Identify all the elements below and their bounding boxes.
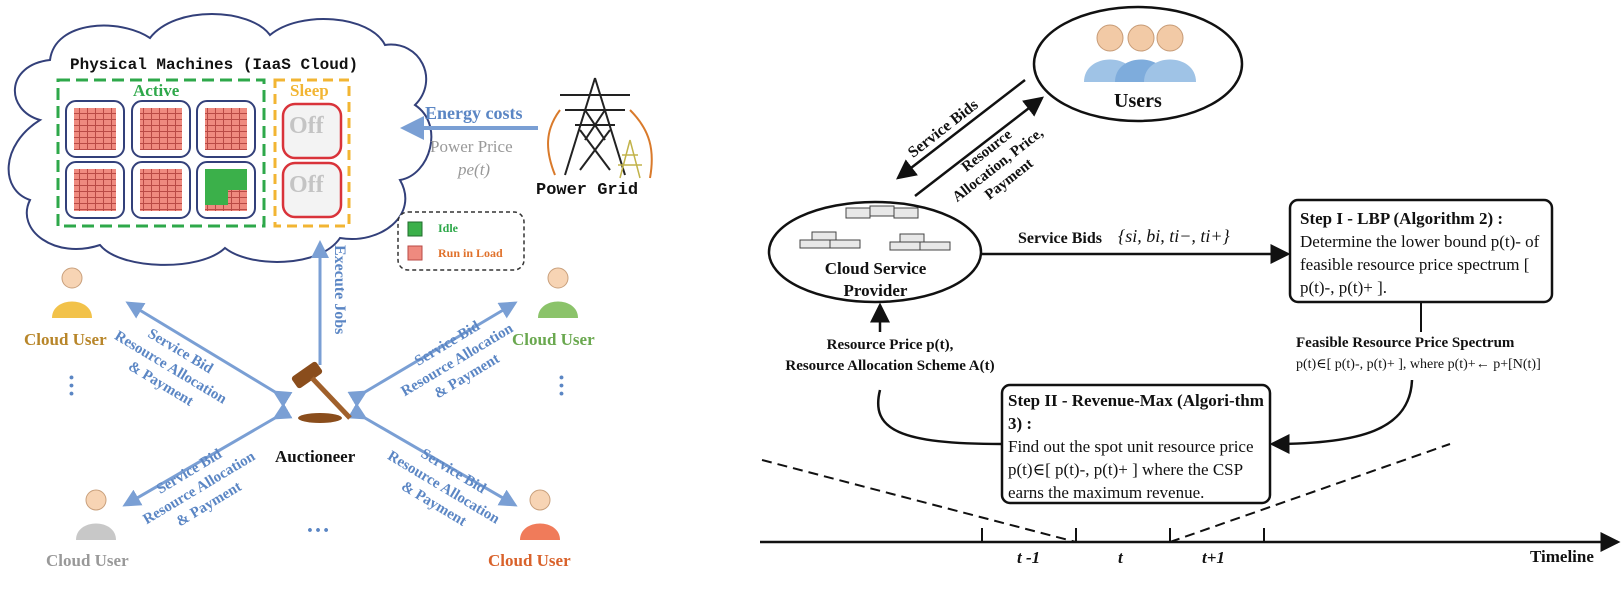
small-tower-icon [618, 139, 642, 179]
power-tower-icon [547, 77, 653, 179]
feasible-formula: p(t)∈[ p(t)-, p(t)+ ], where p(t)+← p+[N… [1296, 357, 1541, 372]
active-group-box [56, 78, 266, 228]
ellipsis-bottom: … [306, 512, 330, 538]
legend-run-label: Run in Load [438, 246, 503, 260]
service-bids-arrow [896, 79, 1026, 180]
cloud-user-label-green: Cloud User [512, 330, 595, 349]
gavel-icon [291, 361, 352, 423]
users-title: Users [1114, 90, 1162, 112]
server-rack-icon [74, 169, 116, 211]
cloud-user-label-gray: Cloud User [46, 551, 129, 570]
off-label-1: Off [289, 113, 324, 139]
dashed-left-line [761, 459, 1077, 543]
energy-costs-label: Energy costs [425, 103, 523, 123]
off-machine-1 [281, 102, 343, 160]
users-group-icon [1084, 24, 1196, 82]
auctioneer-label: Auctioneer [275, 447, 356, 466]
step2-content: Step II - Revenue-Max (Algori-thm 3) : F… [1008, 389, 1264, 504]
run-legend-icon [407, 245, 423, 261]
csp-label-line-1: Cloud Service [824, 259, 927, 278]
step1-text: Determine the lower bound p(t)- of feasi… [1300, 232, 1540, 297]
arrow-user-topright [347, 301, 518, 408]
cloud-user-label-gold: Cloud User [24, 330, 107, 349]
csp-label-line-2: Provider [843, 281, 908, 300]
feasible-title: Feasible Resource Price Spectrum [1296, 335, 1515, 351]
active-label: Active [133, 81, 180, 100]
server-rack-icon [140, 169, 182, 211]
user-icon-green [538, 267, 578, 318]
legend-idle-label: Idle [438, 221, 459, 235]
server-rack-icon [205, 108, 247, 150]
feasible-to-step2-arrow [1269, 379, 1414, 454]
allocation-arrow [914, 96, 1044, 197]
power-price-symbol: pe(t) [458, 160, 491, 179]
power-price-label: Power Price [430, 137, 513, 156]
server-rack-icon [74, 108, 116, 150]
resource-price-line-2: Resource Allocation Scheme A(t) [785, 358, 995, 374]
power-grid-label: Power Grid [536, 181, 639, 200]
tick-label-t: t [1118, 548, 1123, 567]
csp-label: Cloud Service Provider [818, 258, 933, 302]
step2-to-csp-curve [877, 389, 1003, 446]
user-icon-gray [76, 489, 116, 540]
sleep-group-box [273, 78, 351, 228]
service-bids-label: Service Bids [1018, 230, 1102, 247]
resource-price-label: Resource Price p(t), Resource Allocation… [770, 335, 1010, 377]
off-label-2: Off [289, 172, 324, 198]
user-icon-gold [52, 267, 92, 318]
legend-box [397, 211, 525, 271]
cloud-title: Physical Machines (IaaS Cloud) [70, 56, 359, 74]
arrow-user-bottomleft [122, 402, 293, 507]
step1-title: Step I - LBP (Algorithm 2) : [1300, 209, 1504, 228]
server-rack-icon [140, 108, 182, 150]
active-machines [65, 100, 256, 219]
step2-title: Step II - Revenue-Max (Algori-thm 3) : [1008, 391, 1264, 433]
step1-content: Step I - LBP (Algorithm 2) : Determine t… [1300, 207, 1550, 299]
cloud-user-label-orange: Cloud User [488, 551, 571, 570]
idle-portion-icon [205, 169, 247, 205]
execute-jobs-label: Execute Jobs [331, 245, 348, 335]
ellipsis-right: … [553, 373, 580, 398]
off-machine-2 [281, 161, 343, 219]
timeline-label: Timeline [1530, 547, 1594, 566]
server-stack-icon [799, 205, 951, 251]
arrow-user-topleft [125, 301, 293, 408]
ellipsis-left: … [63, 373, 90, 398]
idle-legend-icon [407, 221, 423, 237]
sleep-label: Sleep [290, 81, 329, 100]
right-diagram-graphics [760, 5, 1621, 552]
step2-text: Find out the spot unit resource price p(… [1008, 437, 1254, 502]
arrow-user-bottomright [347, 402, 518, 507]
left-diagram-graphics [7, 13, 653, 540]
tick-label-tm1: t -1 [1017, 548, 1041, 567]
dashed-right-line [1169, 443, 1451, 543]
service-bids-math: {si, bi, ti−, ti+} [1118, 226, 1230, 246]
user-icon-orange [520, 489, 560, 540]
csp-ellipse [767, 200, 983, 304]
tick-label-tp1: t+1 [1202, 548, 1225, 567]
resource-price-line-1: Resource Price p(t), [826, 337, 954, 353]
